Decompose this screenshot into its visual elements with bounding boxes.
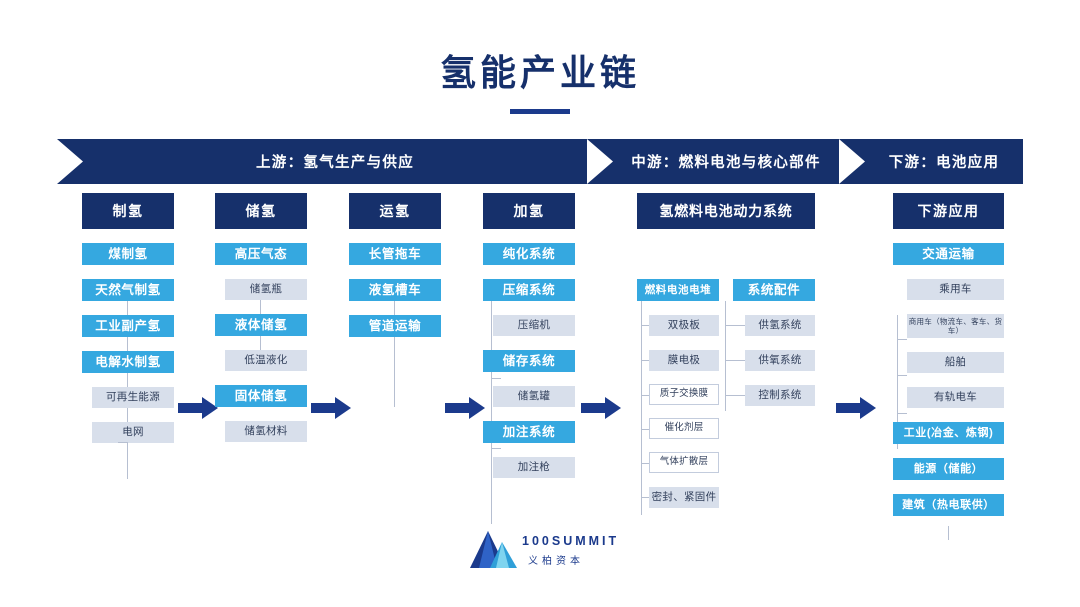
zhiqing-stub-1 bbox=[118, 442, 128, 443]
column-yunqing: 运氢 长管拖车 液氢槽车 管道运输 bbox=[349, 193, 441, 407]
node-chuqing-guan[interactable]: 储氢罐 bbox=[493, 386, 575, 407]
zhiqing-stack: 煤制氢 天然气制氢 工业副产氢 电解水制氢 可再生能源 电网 bbox=[82, 243, 174, 479]
arrow-chuqing-to-yunqing bbox=[311, 397, 351, 419]
column-chuqing: 储氢 高压气态 储氢瓶 液体储氢 低温液化 固体储氢 储氢材料 bbox=[215, 193, 307, 442]
node-guti-chuqing[interactable]: 固体储氢 bbox=[215, 385, 307, 407]
node-gongye-yejin[interactable]: 工业(冶金、炼钢) bbox=[893, 422, 1004, 444]
node-chengyongche[interactable]: 乘用车 bbox=[907, 279, 1004, 300]
column-downstream: 下游应用 交通运输 乘用车 商用车（物流车、客车、货车） 船舶 有轨电车 工业(… bbox=[893, 193, 1004, 540]
node-zhizi-jiaohuan-mo[interactable]: 质子交换膜 bbox=[649, 384, 719, 405]
node-changguan-tuoche[interactable]: 长管拖车 bbox=[349, 243, 441, 265]
node-nengyuan-chuneng[interactable]: 能源（储能） bbox=[893, 458, 1004, 480]
stack-stub-6 bbox=[641, 497, 649, 498]
node-xitong-peijian[interactable]: 系统配件 bbox=[733, 279, 815, 301]
node-ranliao-dianchi-duidui[interactable]: 燃料电池电堆 bbox=[637, 279, 719, 301]
column-head-yunqing[interactable]: 运氢 bbox=[349, 193, 441, 229]
node-chucun-xitong[interactable]: 储存系统 bbox=[483, 350, 575, 372]
arrow-yunqing-to-jiaqing bbox=[445, 397, 485, 419]
zhiqing-trunk-line bbox=[127, 279, 128, 479]
acc-stub-2 bbox=[725, 360, 745, 361]
node-gaoya-qitai[interactable]: 高压气态 bbox=[215, 243, 307, 265]
node-jiaotong-yunshu[interactable]: 交通运输 bbox=[893, 243, 1004, 265]
node-shangyongche[interactable]: 商用车（物流车、客车、货车） bbox=[907, 314, 1004, 338]
ds-stub-1 bbox=[897, 339, 907, 340]
logo-text-main: 100SUMMIT bbox=[522, 534, 620, 548]
downstream-bottom-line bbox=[948, 526, 949, 540]
stage-banner: 上游：氢气生产与供应 中游：燃料电池与核心部件 下游：电池应用 bbox=[57, 139, 1023, 184]
stack-stub-1 bbox=[641, 325, 649, 326]
node-chuqing-ping[interactable]: 储氢瓶 bbox=[225, 279, 307, 300]
node-yasuoji[interactable]: 压缩机 bbox=[493, 315, 575, 336]
column-midsystem: 氢燃料电池动力系统 燃料电池电堆 双极板 膜电极 质子交换膜 催化剂层 气体扩散… bbox=[637, 193, 815, 515]
jiaqing-stack: 纯化系统 压缩系统 压缩机 储存系统 储氢罐 加注系统 加注枪 bbox=[483, 243, 575, 524]
stack-stub-4 bbox=[641, 429, 649, 430]
node-gongqing-xitong[interactable]: 供氢系统 bbox=[745, 315, 815, 336]
ds-stub-3 bbox=[897, 413, 907, 414]
midsystem-accessories-group: 系统配件 供氢系统 供氧系统 控制系统 bbox=[725, 279, 815, 411]
node-kezaisheng-nengyuan[interactable]: 可再生能源 bbox=[92, 387, 174, 408]
node-mifeng-jingugu[interactable]: 密封、紧固件 bbox=[649, 487, 719, 508]
node-yasuo-xitong[interactable]: 压缩系统 bbox=[483, 279, 575, 301]
page-title: 氢能产业链 bbox=[439, 52, 640, 93]
acc-stub-3 bbox=[725, 395, 745, 396]
column-zhiqing: 制氢 煤制氢 天然气制氢 工业副产氢 电解水制氢 可再生能源 电网 bbox=[82, 193, 174, 479]
accessories-trunk bbox=[725, 301, 726, 411]
node-diwen-yehua[interactable]: 低温液化 bbox=[225, 350, 307, 371]
stack-stub-2 bbox=[641, 360, 649, 361]
value-chain: 制氢 煤制氢 天然气制氢 工业副产氢 电解水制氢 可再生能源 电网 储氢 高压气… bbox=[0, 193, 1080, 540]
column-jiaqing: 加氢 纯化系统 压缩系统 压缩机 储存系统 储氢罐 加注系统 加注枪 bbox=[483, 193, 575, 524]
node-dianjie-shui[interactable]: 电解水制氢 bbox=[82, 351, 174, 373]
column-head-midsystem[interactable]: 氢燃料电池动力系统 bbox=[637, 193, 815, 229]
node-gongye-fuchan[interactable]: 工业副产氢 bbox=[82, 315, 174, 337]
jiaqing-stub-1 bbox=[491, 378, 501, 379]
arrow-jiaqing-to-midsystem bbox=[581, 397, 621, 419]
node-yeti-chuqing[interactable]: 液体储氢 bbox=[215, 314, 307, 336]
node-mei-zhiqing[interactable]: 煤制氢 bbox=[82, 243, 174, 265]
column-head-chuqing[interactable]: 储氢 bbox=[215, 193, 307, 229]
node-chuqing-cailiao[interactable]: 储氢材料 bbox=[225, 421, 307, 442]
node-guandao-yunshu[interactable]: 管道运输 bbox=[349, 315, 441, 337]
node-gongyang-xitong[interactable]: 供氧系统 bbox=[745, 350, 815, 371]
mountain-icon bbox=[470, 531, 517, 568]
yunqing-stack: 长管拖车 液氢槽车 管道运输 bbox=[349, 243, 441, 407]
title-underline bbox=[510, 109, 570, 114]
node-kongzhi-xitong[interactable]: 控制系统 bbox=[745, 385, 815, 406]
node-chunhua-xitong[interactable]: 纯化系统 bbox=[483, 243, 575, 265]
node-cuihuaji-ceng[interactable]: 催化剂层 bbox=[649, 418, 719, 439]
node-youguidianche[interactable]: 有轨电车 bbox=[907, 387, 1004, 408]
node-jianzhu-redian[interactable]: 建筑（热电联供） bbox=[893, 494, 1004, 516]
node-tianranqi-zhiqing[interactable]: 天然气制氢 bbox=[82, 279, 174, 301]
arrow-midsystem-to-downstream bbox=[836, 397, 876, 419]
downstream-transport-trunk bbox=[897, 315, 898, 449]
node-jiazhu-qiang[interactable]: 加注枪 bbox=[493, 457, 575, 478]
column-head-jiaqing[interactable]: 加氢 bbox=[483, 193, 575, 229]
midsystem-stack-group: 燃料电池电堆 双极板 膜电极 质子交换膜 催化剂层 气体扩散层 密封、紧固件 bbox=[637, 279, 719, 515]
node-diangwang[interactable]: 电网 bbox=[92, 422, 174, 443]
logo-text-sub: 义柏资本 bbox=[528, 556, 584, 567]
yunqing-trunk-line bbox=[394, 279, 395, 407]
node-qiti-kuosan-ceng[interactable]: 气体扩散层 bbox=[649, 452, 719, 473]
banner-label-upstream: 上游：氢气生产与供应 bbox=[256, 155, 414, 171]
node-jiazhu-xitong[interactable]: 加注系统 bbox=[483, 421, 575, 443]
column-head-zhiqing[interactable]: 制氢 bbox=[82, 193, 174, 229]
midsystem-stack-trunk bbox=[641, 301, 642, 515]
jiaqing-stub-2 bbox=[491, 448, 501, 449]
node-yeqing-cheche[interactable]: 液氢槽车 bbox=[349, 279, 441, 301]
acc-stub-1 bbox=[725, 325, 745, 326]
node-shuangjiban[interactable]: 双极板 bbox=[649, 315, 719, 336]
node-chuanbo[interactable]: 船舶 bbox=[907, 352, 1004, 373]
arrow-zhiqing-to-chuqing bbox=[178, 397, 218, 419]
column-head-downstream[interactable]: 下游应用 bbox=[893, 193, 1004, 229]
jiaqing-trunk-line bbox=[491, 279, 492, 524]
banner-label-midstream: 中游：燃料电池与核心部件 bbox=[631, 155, 821, 171]
node-mo-dianji[interactable]: 膜电极 bbox=[649, 350, 719, 371]
banner-label-downstream: 下游：电池应用 bbox=[888, 155, 1000, 171]
company-logo: 100SUMMIT 义柏资本 bbox=[466, 528, 636, 576]
stack-stub-5 bbox=[641, 463, 649, 464]
stack-stub-3 bbox=[641, 395, 649, 396]
ds-stub-2 bbox=[897, 375, 907, 376]
downstream-stack: 交通运输 乘用车 商用车（物流车、客车、货车） 船舶 有轨电车 工业(冶金、炼钢… bbox=[893, 243, 1004, 540]
chuqing-stack: 高压气态 储氢瓶 液体储氢 低温液化 固体储氢 储氢材料 bbox=[215, 243, 307, 442]
